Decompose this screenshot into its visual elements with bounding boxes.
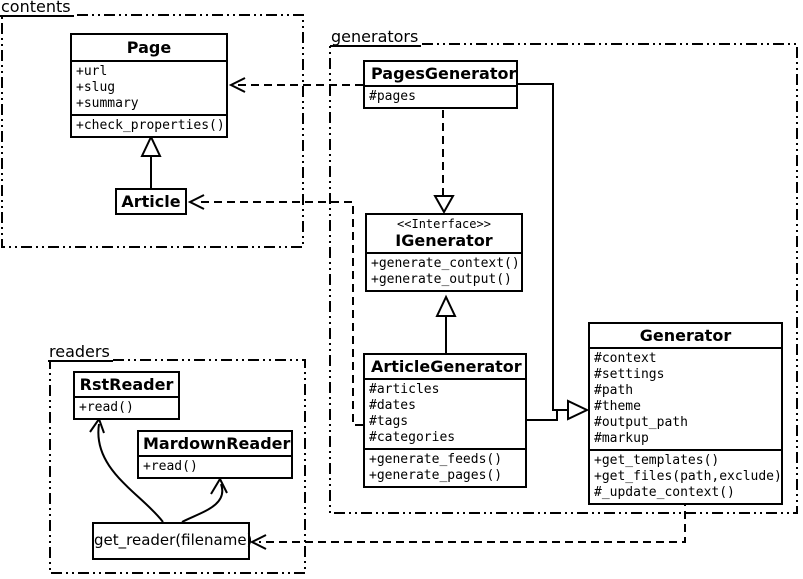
package-label-contents: contents — [0, 0, 74, 17]
methods-section: +check_properties() — [72, 114, 226, 136]
method-row: #_update_context() — [594, 485, 735, 500]
method-row: +generate_context() — [371, 256, 520, 271]
method-row: +read() — [143, 459, 198, 474]
hollow-triangle-icon — [567, 399, 590, 421]
class-title: Page — [126, 38, 172, 57]
methods-section: +read() — [75, 396, 178, 418]
class-title: Article — [121, 192, 181, 211]
class-article[interactable]: Article — [115, 188, 187, 215]
package-label-readers: readers — [48, 344, 113, 362]
open-arrowhead-icon — [210, 476, 228, 495]
attributes-section: #articles #dates #tags #categories — [365, 378, 525, 448]
attribute-row: +url — [76, 64, 108, 79]
class-igenerator[interactable]: <<Interface>> IGenerator +generate_conte… — [365, 213, 523, 292]
attribute-row: #settings — [594, 367, 665, 382]
method-row: +check_properties() — [76, 118, 225, 133]
dependency-pagesgenerator-page — [228, 77, 363, 93]
attribute-row: #articles — [369, 382, 440, 397]
class-title: RstReader — [79, 375, 174, 394]
attributes-section: +url +slug +summary — [72, 60, 226, 114]
class-title: MardownReader — [143, 434, 291, 453]
attribute-row: #context — [594, 351, 657, 366]
generalization-article-page — [140, 134, 162, 188]
class-rstreader[interactable]: RstReader +read() — [73, 371, 180, 420]
arrow-getreader-mardownreader — [181, 476, 228, 523]
class-mardownreader[interactable]: MardownReader +read() — [137, 430, 293, 479]
attribute-row: #tags — [369, 414, 409, 429]
package-generators-border — [329, 43, 798, 514]
attribute-row: +slug — [76, 80, 116, 95]
method-row: +get_templates() — [594, 453, 720, 468]
open-arrowhead-icon — [249, 534, 267, 550]
hollow-triangle-icon — [435, 294, 457, 317]
attribute-row: #dates — [369, 398, 416, 413]
class-stereotype: <<Interface>> — [397, 217, 491, 231]
open-arrowhead-icon — [228, 77, 246, 93]
class-articlegenerator[interactable]: ArticleGenerator #articles #dates #tags … — [363, 353, 527, 488]
attribute-row: #output_path — [594, 415, 688, 430]
class-page[interactable]: Page +url +slug +summary +check_properti… — [70, 33, 228, 138]
class-generator[interactable]: Generator #context #settings #path #them… — [588, 322, 783, 505]
open-arrowhead-icon — [89, 416, 105, 434]
attributes-section: #pages — [365, 85, 516, 107]
package-label-generators: generators — [330, 29, 422, 47]
methods-section: +generate_context() +generate_output() — [367, 252, 521, 290]
class-title: IGenerator — [395, 231, 493, 250]
method-row: +get_files(path,exclude) — [594, 469, 782, 484]
package-contents-border — [1, 14, 304, 248]
hollow-triangle-icon — [433, 195, 455, 215]
generalization-generators-generator — [518, 83, 590, 421]
attribute-row: +summary — [76, 96, 139, 111]
open-arrowhead-icon — [187, 194, 205, 210]
package-readers-border — [49, 359, 306, 574]
hollow-triangle-icon — [140, 134, 162, 157]
dependency-articlegenerator-article — [187, 194, 363, 426]
dependency-generator-getreader — [249, 498, 686, 550]
method-row: +read() — [79, 400, 134, 415]
methods-section: +read() — [139, 455, 291, 477]
attributes-section: #context #settings #path #theme #output_… — [590, 347, 781, 449]
method-row: +generate_output() — [371, 272, 512, 287]
generalization-articlegenerator-igenerator — [435, 294, 457, 353]
attribute-row: #path — [594, 383, 634, 398]
attribute-row: #categories — [369, 430, 456, 445]
class-title: Generator — [639, 326, 732, 345]
class-title: PagesGenerator — [371, 64, 517, 83]
attribute-row: #theme — [594, 399, 641, 414]
method-row: +generate_pages() — [369, 468, 503, 483]
method-row: +generate_feeds() — [369, 452, 503, 467]
realization-pagesgenerator-igenerator — [433, 110, 455, 215]
class-title: ArticleGenerator — [371, 357, 522, 376]
attribute-row: #pages — [369, 89, 416, 104]
methods-section: +get_templates() +get_files(path,exclude… — [590, 449, 782, 503]
class-pagesgenerator[interactable]: PagesGenerator #pages — [363, 60, 518, 109]
function-get-reader[interactable]: get_reader(filename) — [92, 522, 253, 560]
function-label: get_reader(filename) — [94, 531, 253, 549]
attribute-row: #markup — [594, 431, 649, 446]
methods-section: +generate_feeds() +generate_pages() — [365, 448, 525, 486]
